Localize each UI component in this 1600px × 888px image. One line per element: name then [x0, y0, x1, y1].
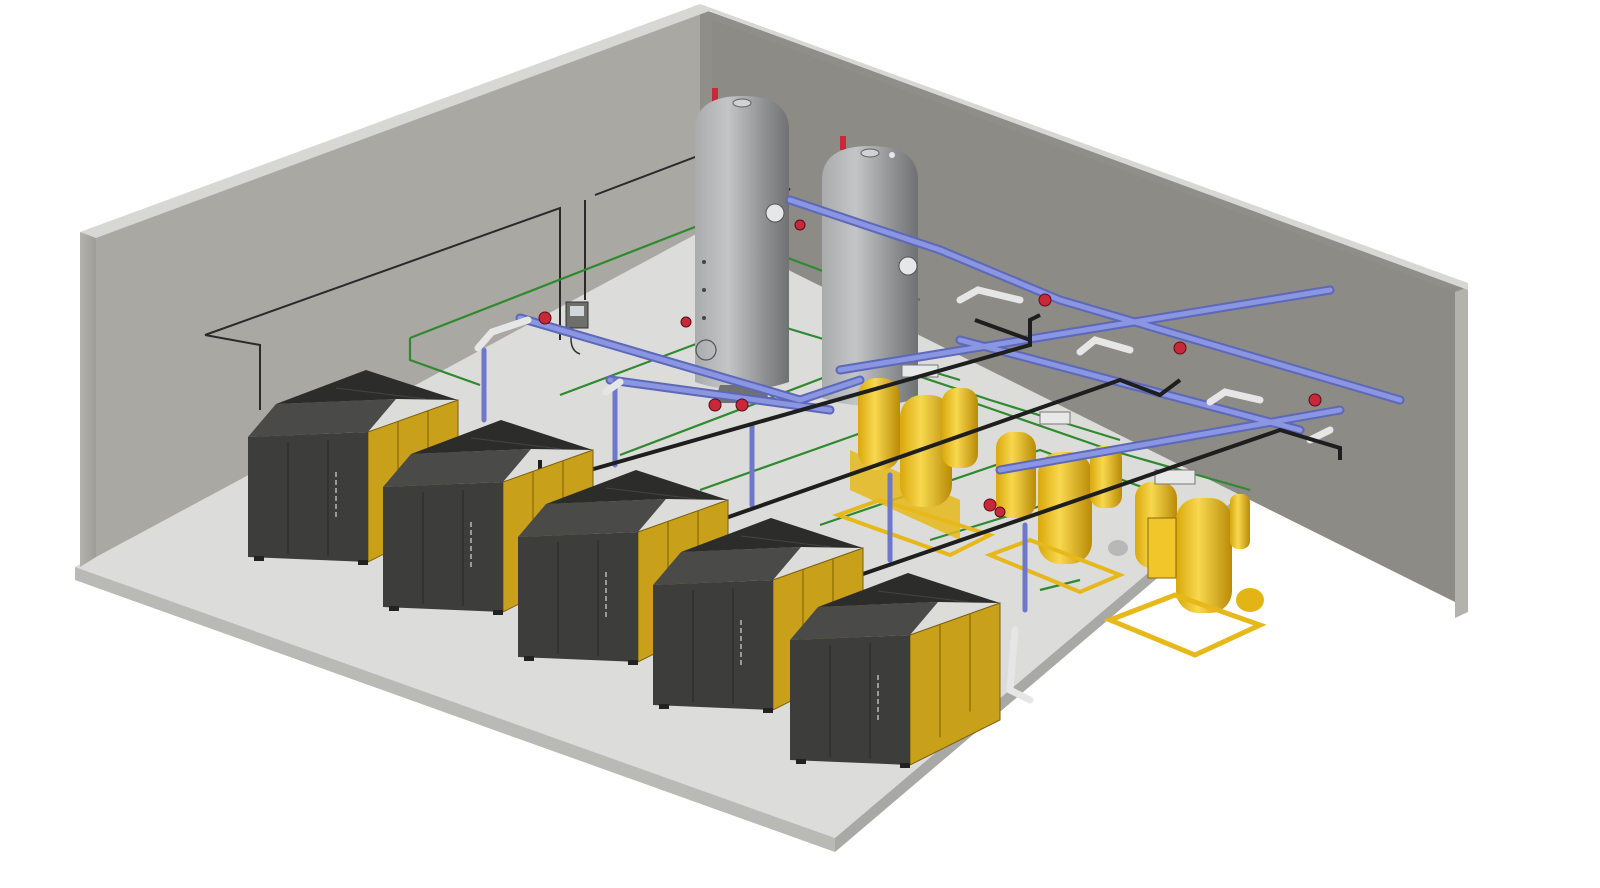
slab-edge-left: [75, 567, 835, 852]
compressor-hood: [518, 499, 666, 537]
dryer-1: [832, 364, 996, 558]
compressor-side-panel: [910, 603, 1000, 765]
dryer-2: [984, 411, 1126, 595]
wall-cap-left: [80, 4, 712, 238]
compressor-hood: [383, 449, 531, 487]
compressor-top-grille: [681, 518, 863, 552]
compressor-5: [790, 573, 1001, 768]
air-piping: [481, 195, 1405, 613]
compressor-front: [790, 635, 910, 765]
receiver-tank-1: [695, 88, 789, 403]
white-fittings: [474, 286, 1334, 704]
compressor-top-grille: [411, 420, 593, 454]
wall-cap-right: [700, 4, 1468, 290]
receiver-tank-2: [822, 136, 918, 406]
wall-left-side: [80, 232, 96, 567]
compressor-front: [248, 432, 368, 562]
dryer-3: [1103, 469, 1267, 658]
compressor-hood: [248, 399, 396, 437]
compressor-hood: [653, 547, 801, 585]
compressor-top-grille: [546, 470, 728, 504]
compressor-top-grille: [276, 370, 458, 404]
compressor-hood: [790, 602, 938, 640]
compressor-front: [653, 580, 773, 710]
wall-right-side: [1455, 287, 1468, 618]
compressor-top-grille: [818, 573, 1000, 607]
valves: [538, 219, 1322, 518]
compressors: [248, 370, 1001, 768]
compressor-front: [518, 532, 638, 662]
compressor-front: [383, 482, 503, 612]
wall-back-left: [96, 8, 700, 557]
